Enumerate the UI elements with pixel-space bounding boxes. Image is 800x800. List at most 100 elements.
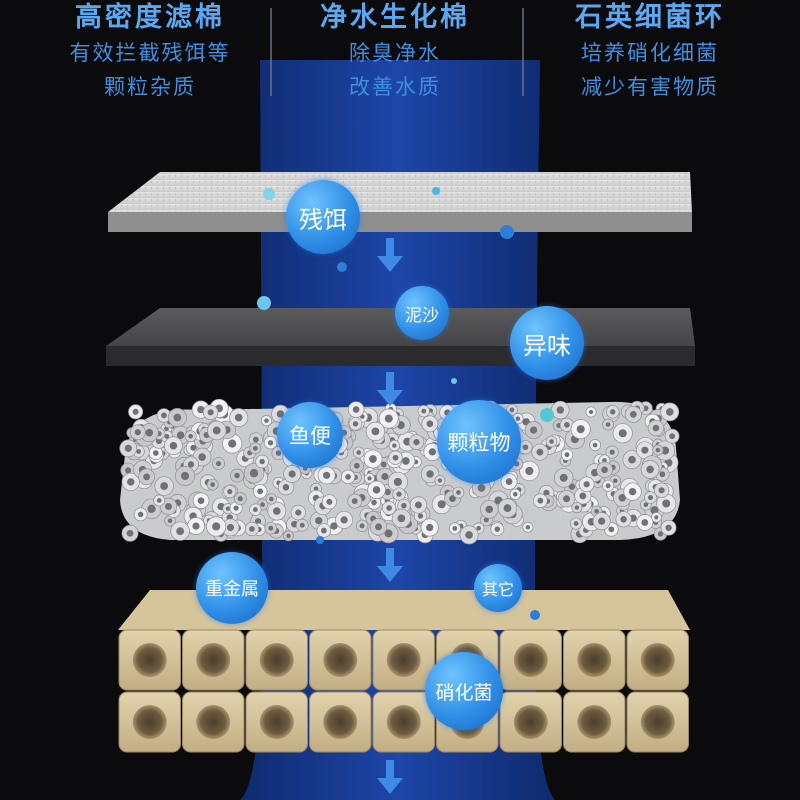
ceramic-ring <box>388 450 403 465</box>
ceramic-ring <box>647 419 665 437</box>
ceramic-ring <box>223 485 237 499</box>
ceramic-ring <box>283 530 294 542</box>
ceramic-ring <box>340 469 356 485</box>
ceramic-ring <box>121 472 140 492</box>
particle-dot <box>451 378 457 384</box>
ceramic-ring <box>363 449 383 469</box>
ceramic-ring <box>255 454 269 469</box>
ceramic-ring <box>545 435 558 448</box>
ceramic-ring <box>509 488 521 500</box>
ceramic-rings-layer <box>119 398 680 545</box>
ceramic-ring <box>605 445 619 459</box>
column-line: 培养硝化细菌 <box>581 41 719 65</box>
down-arrow-icon <box>377 760 403 794</box>
ceramic-ring <box>388 439 400 452</box>
ceramic-ring <box>480 500 499 519</box>
ceramic-ring <box>500 473 518 490</box>
ceramic-ring <box>452 486 465 499</box>
ceramic-ring <box>347 401 365 418</box>
ceramic-ring <box>596 461 613 479</box>
ceramic-ring <box>553 468 574 488</box>
ceramic-ring <box>551 400 570 420</box>
ceramic-ring <box>249 442 262 455</box>
ceramic-ring <box>369 518 388 536</box>
ceramic-ring <box>560 448 574 461</box>
ceramic-ring <box>243 462 265 484</box>
particle-dot <box>540 408 554 422</box>
quartz-block <box>245 691 308 753</box>
ceramic-ring <box>230 468 244 483</box>
column-title: 净水生化棉 <box>320 2 470 33</box>
ceramic-ring <box>518 440 533 455</box>
quartz-block <box>626 691 689 753</box>
ceramic-ring <box>321 494 337 510</box>
ceramic-ring <box>229 408 249 428</box>
ceramic-ring <box>557 490 576 508</box>
column-bio-cotton: 净水生化棉 除臭净水 改善水质 <box>285 0 505 104</box>
ceramic-ring <box>612 423 633 444</box>
down-arrow-icon <box>377 548 403 582</box>
ceramic-ring <box>602 479 615 492</box>
down-arrow-icon <box>377 372 403 406</box>
column-line: 除臭净水 <box>349 41 441 65</box>
quartz-block <box>245 629 308 691</box>
ceramic-ring <box>244 521 260 537</box>
ceramic-ring <box>206 516 227 537</box>
ceramic-ring <box>606 405 620 419</box>
ceramic-ring <box>644 491 657 504</box>
bubble-odor: 异味 <box>510 306 584 380</box>
quartz-block-layer <box>118 590 690 753</box>
ceramic-ring <box>640 460 660 479</box>
column-title: 高密度滤棉 <box>75 2 225 33</box>
particle-dot <box>530 610 540 620</box>
ceramic-ring <box>207 420 227 441</box>
ceramic-ring <box>128 404 144 420</box>
ceramic-ring <box>263 436 278 450</box>
column-divider <box>522 8 524 96</box>
particle-dot <box>432 187 440 195</box>
column-quartz-ring: 石英细菌环 培养硝化细菌 减少有害物质 <box>530 0 770 104</box>
ceramic-ring <box>524 421 543 440</box>
ceramic-ring <box>264 522 277 535</box>
ceramic-ring <box>249 503 262 516</box>
bubble-residue: 残饵 <box>286 180 360 254</box>
ceramic-ring <box>317 466 336 485</box>
ceramic-ring <box>409 496 428 514</box>
ceramic-ring <box>653 482 670 499</box>
quartz-block <box>182 691 245 753</box>
quartz-block <box>372 691 435 753</box>
quartz-block <box>499 691 562 753</box>
ceramic-ring <box>184 430 197 443</box>
quartz-block <box>118 629 181 691</box>
ceramic-ring <box>138 468 156 486</box>
ceramic-ring <box>229 501 243 515</box>
ceramic-ring <box>164 515 176 527</box>
ceramic-ring <box>559 417 574 432</box>
ceramic-ring <box>392 487 406 501</box>
ceramic-ring <box>589 439 601 451</box>
ceramic-ring <box>592 512 611 531</box>
white-cotton-layer <box>108 172 692 232</box>
ceramic-ring <box>170 521 190 541</box>
quartz-block <box>309 629 372 691</box>
ceramic-ring <box>119 439 138 458</box>
quartz-block <box>563 629 626 691</box>
bubble-heavy-metal: 重金属 <box>196 552 268 624</box>
ceramic-ring <box>569 517 583 530</box>
particle-dot <box>263 188 275 200</box>
ceramic-ring <box>570 419 591 440</box>
ceramic-ring <box>348 417 363 431</box>
ceramic-ring <box>417 405 430 418</box>
ceramic-ring <box>448 522 461 535</box>
ceramic-ring <box>623 482 642 501</box>
ceramic-ring <box>533 493 548 508</box>
ceramic-ring <box>420 518 439 537</box>
column-divider <box>270 8 272 96</box>
ceramic-ring <box>652 444 664 456</box>
particle-dot <box>500 225 514 239</box>
ceramic-ring <box>133 507 148 522</box>
ceramic-ring <box>519 460 540 482</box>
column-title: 石英细菌环 <box>575 2 725 33</box>
ceramic-ring <box>260 415 273 427</box>
ceramic-ring <box>391 508 412 528</box>
